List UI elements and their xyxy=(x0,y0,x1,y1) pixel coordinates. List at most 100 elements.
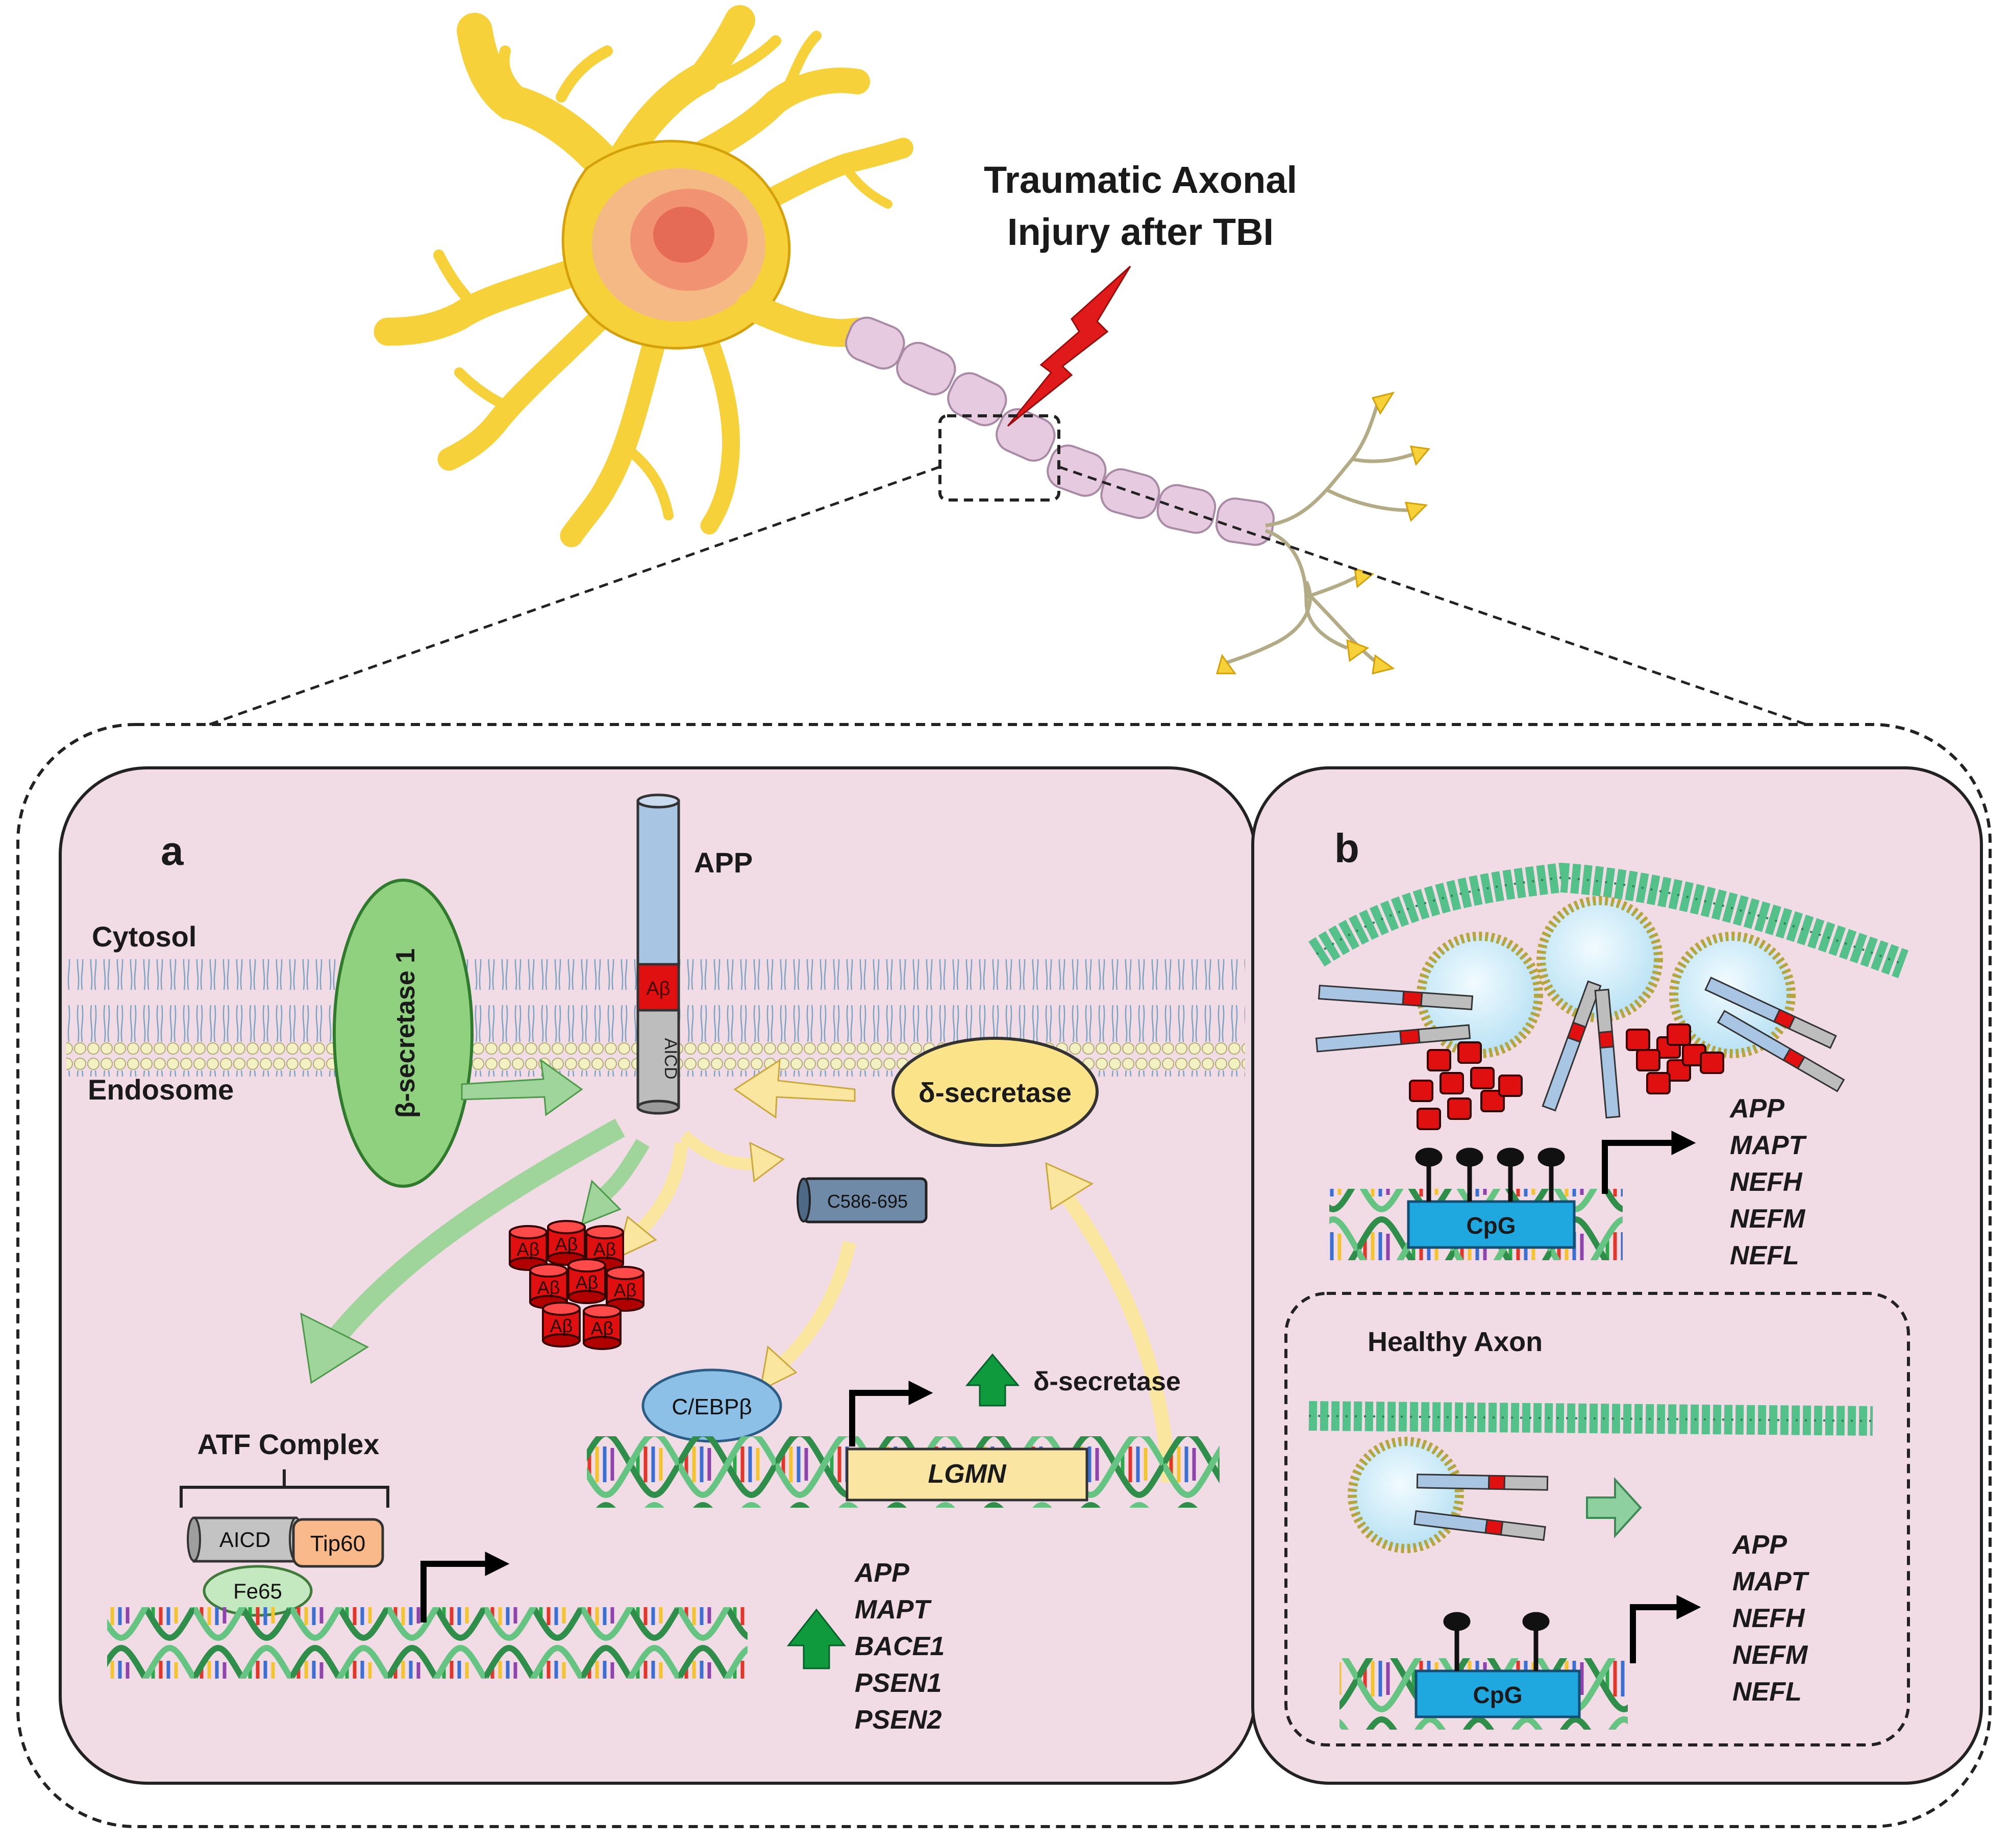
app-abeta-label: Aβ xyxy=(646,978,670,1000)
panel-a-gene-list: APP MAPT BACE1 PSEN1 PSEN2 xyxy=(854,1558,945,1735)
delta-secretase xyxy=(891,1037,1099,1147)
abeta-oligomer-label: Aβ xyxy=(591,1318,614,1339)
arrow-to-atf-complex-shaft xyxy=(329,1118,625,1343)
gene-a-3: PSEN1 xyxy=(855,1668,942,1698)
beta-secretase-1-label: β-secretase 1 xyxy=(391,948,420,1118)
panel-b-letter: b xyxy=(1334,826,1359,871)
axon-terminals xyxy=(1224,402,1415,665)
abeta-cube xyxy=(1700,1052,1724,1074)
gene-a-2: BACE1 xyxy=(855,1632,945,1661)
abeta-cube xyxy=(1447,1097,1472,1120)
panel-b-gene-list-injured: APP MAPT NEFH NEFM NEFL xyxy=(1729,1094,1807,1270)
cpg-label-healthy: CpG xyxy=(1473,1682,1522,1708)
abeta-cube xyxy=(1417,1108,1441,1130)
app-rod xyxy=(1315,1024,1471,1053)
title-line-2: Injury after TBI xyxy=(1007,211,1274,253)
abeta-oligomer: Aβ xyxy=(583,1304,622,1350)
neuron-illustration xyxy=(374,5,1430,675)
abeta-cube xyxy=(1457,1041,1482,1064)
delta-secretase-up-label: δ-secretase xyxy=(1033,1367,1181,1396)
arrow-delta-to-app xyxy=(733,1059,856,1119)
lgmn-label: LGMN xyxy=(928,1459,1007,1489)
arrow-lgmn-to-delta-shaft xyxy=(1060,1192,1176,1483)
app-label: APP xyxy=(694,846,753,879)
vesicle-healthy xyxy=(1348,1437,1464,1553)
arrow-lgmn-to-delta-head xyxy=(1045,1162,1094,1211)
abeta-cube xyxy=(1440,1072,1464,1094)
title-line-1: Traumatic Axonal xyxy=(984,159,1297,201)
abeta-oligomer-label: Aβ xyxy=(555,1234,578,1255)
abeta-cube xyxy=(1480,1090,1505,1112)
c586-695-label: C586-695 xyxy=(827,1191,908,1212)
abeta-oligomer-label: Aβ xyxy=(517,1239,540,1260)
gene-b-injured-0: APP xyxy=(1729,1094,1784,1123)
app-aicd-label: AICD xyxy=(661,1038,680,1079)
atf-aicd-label: AICD xyxy=(219,1528,270,1552)
abeta-cube xyxy=(1409,1080,1433,1102)
tip60 xyxy=(292,1518,384,1568)
microtubule-injured xyxy=(1308,862,1909,979)
atf-transcription-arrow xyxy=(420,1552,510,1622)
microtubule-healthy xyxy=(1308,1401,1873,1436)
healthy-axon-box xyxy=(1284,1292,1910,1746)
abeta-oligomer-label: Aβ xyxy=(537,1277,560,1298)
gene-b-injured-4: NEFL xyxy=(1730,1241,1799,1270)
cpg-box-injured xyxy=(1407,1200,1576,1249)
app-rod xyxy=(1717,1010,1845,1092)
panel-b-gene-list-healthy: APP MAPT NEFH NEFM NEFL xyxy=(1731,1530,1810,1707)
gene-b-injured-3: NEFM xyxy=(1730,1204,1806,1234)
arrow-to-fragment-head xyxy=(749,1141,785,1183)
abeta-oligomer: Aβ xyxy=(606,1266,644,1312)
lightning-injury-icon xyxy=(1007,265,1131,427)
abeta-cube xyxy=(1626,1029,1650,1051)
arrow-fragment-to-cebpb-head xyxy=(759,1345,798,1392)
gene-a-1: MAPT xyxy=(855,1595,932,1625)
abeta-oligomer: Aβ xyxy=(529,1263,568,1309)
app-rod xyxy=(1704,977,1837,1049)
transcription-arrow-healthy xyxy=(1630,1595,1701,1663)
gene-b-healthy-4: NEFL xyxy=(1732,1677,1802,1707)
gene-b-healthy-0: APP xyxy=(1731,1530,1787,1560)
zoom-line-right xyxy=(1058,465,1807,726)
abeta-oligomer-label: Aβ xyxy=(614,1280,637,1301)
methylation-marks-injured xyxy=(1415,1147,1565,1202)
nucleolus xyxy=(653,207,714,263)
vesicles-injured xyxy=(1417,896,1796,1058)
axon-segments xyxy=(845,316,1275,546)
cebpb-label: C/EBPβ xyxy=(672,1394,752,1419)
zoom-box xyxy=(938,414,1060,502)
c586-695-fragment xyxy=(797,1177,928,1223)
abeta-oligomer: Aβ xyxy=(542,1302,581,1347)
cpg-label-injured: CpG xyxy=(1466,1212,1516,1239)
app-rods-healthy xyxy=(1413,1474,1549,1541)
abeta-cube xyxy=(1470,1067,1495,1089)
abeta-cube xyxy=(1646,1072,1671,1094)
cytosol-label: Cytosol xyxy=(92,920,196,953)
gene-b-injured-1: MAPT xyxy=(1730,1131,1807,1160)
app-rod xyxy=(1318,984,1474,1011)
dna-atf xyxy=(107,1607,748,1679)
axon-hillock xyxy=(736,292,872,347)
cpg-box-healthy xyxy=(1415,1669,1581,1718)
abeta-cube xyxy=(1636,1049,1660,1071)
delta-secretase-label: δ-secretase xyxy=(919,1078,1072,1108)
arrow-beta-to-app xyxy=(461,1058,583,1116)
endosome-label: Endosome xyxy=(88,1073,234,1106)
fe65-label: Fe65 xyxy=(233,1579,282,1603)
gene-a-0: APP xyxy=(854,1558,909,1588)
beta-secretase-1 xyxy=(333,879,474,1188)
app-rod xyxy=(1594,988,1621,1119)
app-rod xyxy=(1416,1474,1549,1491)
arrow-to-abeta-green-shaft xyxy=(597,1139,650,1203)
app-protein xyxy=(636,793,680,1115)
upregulation-arrow-delta xyxy=(965,1353,1020,1407)
zoom-outline xyxy=(16,723,1992,1828)
arrow-to-abeta-yellow-shaft xyxy=(631,1142,688,1240)
zoom-line-left xyxy=(209,465,940,726)
abeta-oligomer-label: Aβ xyxy=(593,1239,616,1260)
lgmn-gene-box xyxy=(846,1447,1088,1502)
methylation-marks-healthy xyxy=(1443,1612,1550,1671)
healthy-axon-label: Healthy Axon xyxy=(1368,1327,1543,1357)
abeta-oligomer: Aβ xyxy=(547,1220,586,1266)
